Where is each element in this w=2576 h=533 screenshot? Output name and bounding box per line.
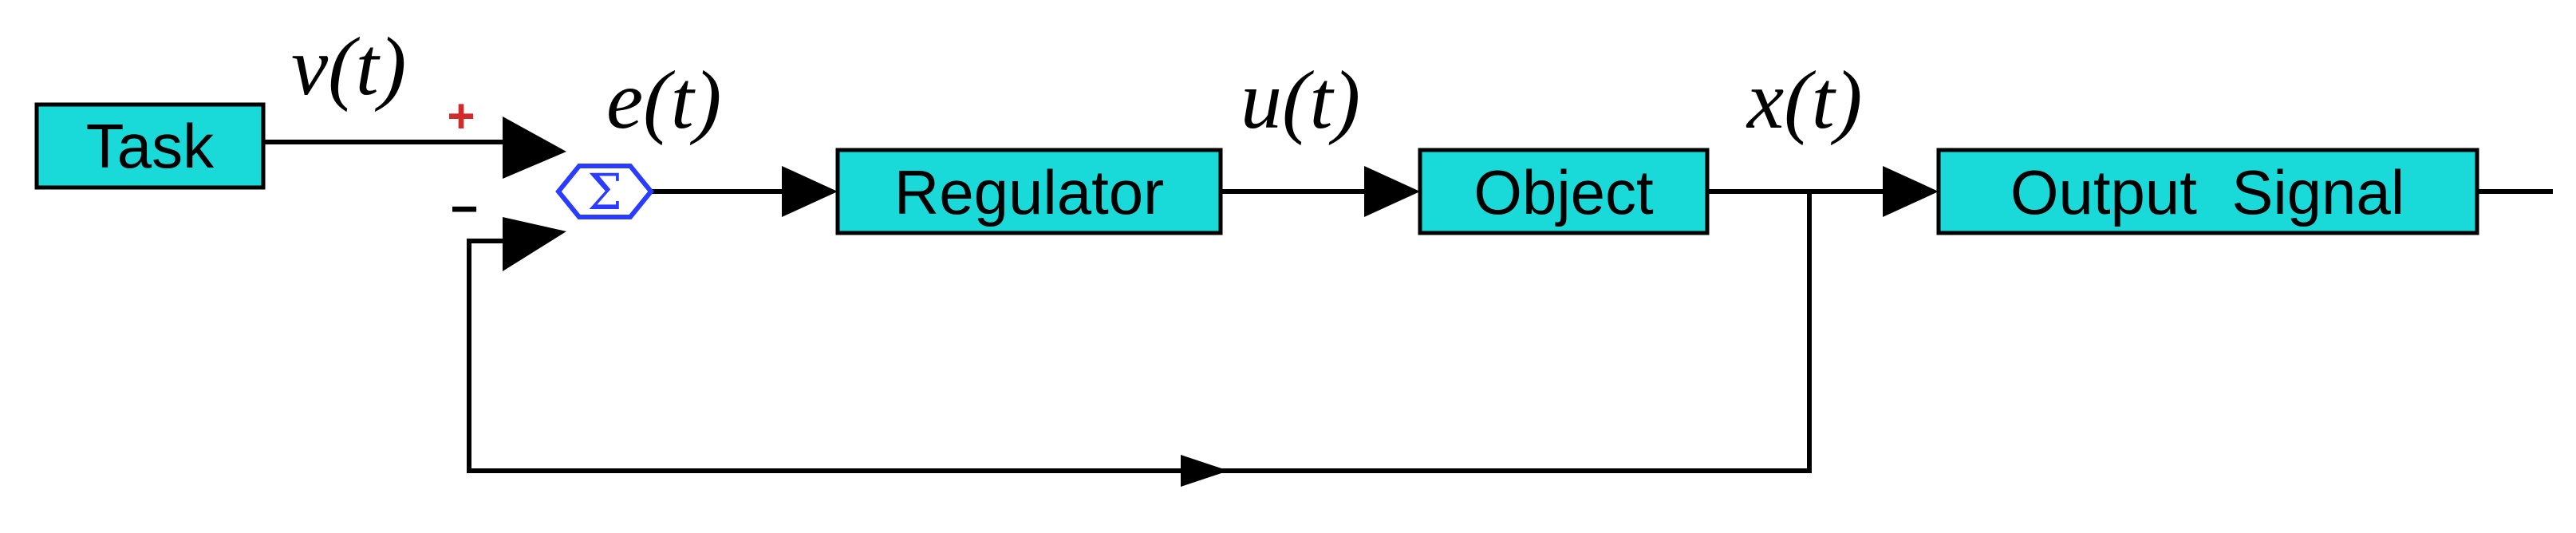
plus-sign: + [447,89,475,143]
block-task-label: Task [86,111,215,181]
summing-junction [555,164,654,219]
arrow-sum-minus-input [503,217,566,271]
arrow-regulator-input [782,166,838,217]
block-object: Object [1418,148,1710,235]
sum-symbol: Σ [587,163,622,221]
block-object-label: Object [1473,157,1654,227]
block-regulator: Regulator [835,148,1223,235]
minus-sign: − [450,182,478,235]
arrow-object-input [1364,166,1420,217]
arrow-output-input [1883,166,1939,217]
signal-label-e: e(t) [606,54,721,146]
block-task: Task [34,102,266,190]
signal-label-v: v(t) [291,21,406,113]
block-regulator-label: Regulator [894,157,1164,227]
signal-label-u: u(t) [1241,54,1360,146]
signal-label-x: x(t) [1746,54,1862,146]
block-output-signal: Output Signal [1936,148,2479,235]
feedback-path [467,191,1812,473]
arrow-feedback-direction [1181,455,1229,487]
block-output-signal-label: Output Signal [2010,157,2404,227]
arrow-sum-plus-input [503,116,566,179]
